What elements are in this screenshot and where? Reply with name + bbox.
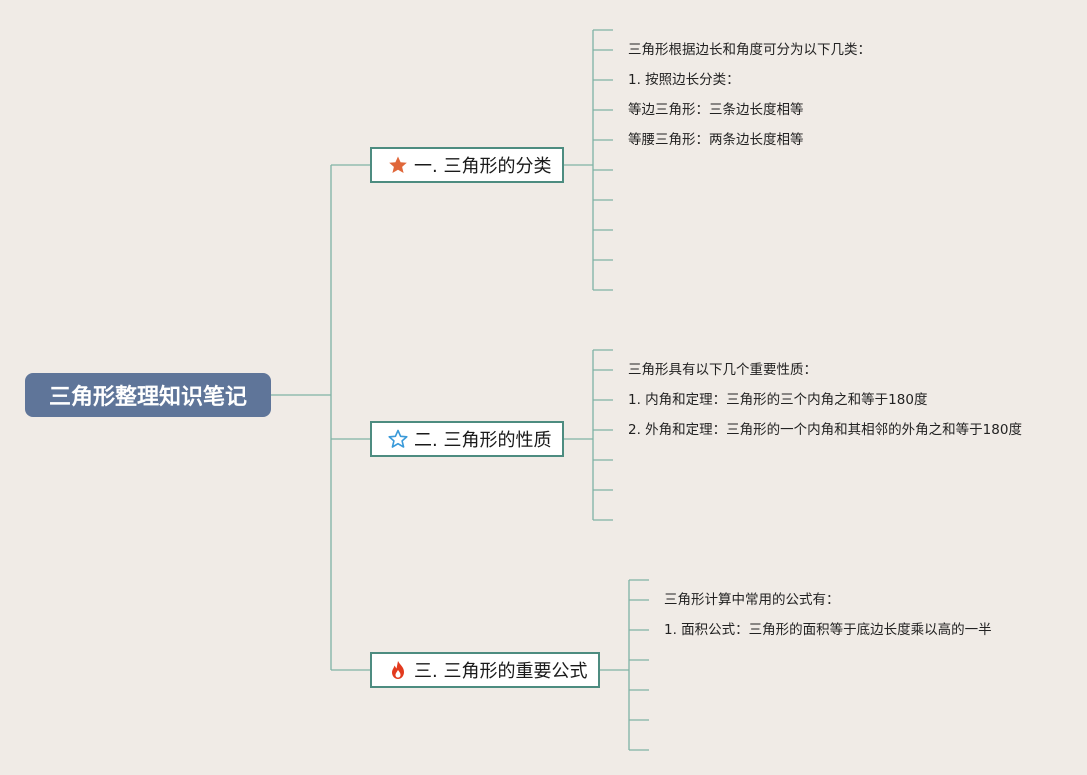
branch-label: 二. 三角形的性质: [414, 430, 552, 451]
leaf-text[interactable]: 等腰三角形：两条边长度相等: [628, 132, 804, 148]
leaf-text[interactable]: 三角形具有以下几个重要性质：: [628, 362, 817, 378]
branch-label: 三. 三角形的重要公式: [414, 661, 588, 682]
leaf-text[interactable]: 1. 面积公式：三角形的面积等于底边长度乘以高的一半: [664, 622, 992, 638]
leaf-text[interactable]: 三角形计算中常用的公式有：: [664, 592, 840, 608]
star-filled-icon: [388, 155, 408, 175]
leaf-text[interactable]: 等边三角形：三条边长度相等: [628, 102, 804, 118]
root-topic[interactable]: 三角形整理知识笔记: [25, 373, 271, 417]
leaf-text[interactable]: 三角形根据边长和角度可分为以下几类：: [628, 42, 871, 58]
branch-topic-formulas[interactable]: 三. 三角形的重要公式: [370, 652, 600, 688]
star-outline-icon: [388, 429, 408, 449]
branch-topic-properties[interactable]: 二. 三角形的性质: [370, 421, 564, 457]
branch-topic-classification[interactable]: 一. 三角形的分类: [370, 147, 564, 183]
leaf-text[interactable]: 2. 外角和定理：三角形的一个内角和其相邻的外角之和等于180度: [628, 422, 1022, 438]
flame-icon: [388, 660, 408, 680]
root-title: 三角形整理知识笔记: [48, 385, 247, 410]
branch-label: 一. 三角形的分类: [414, 156, 552, 177]
leaf-text[interactable]: 1. 按照边长分类：: [628, 72, 740, 88]
leaf-text[interactable]: 1. 内角和定理：三角形的三个内角之和等于180度: [628, 392, 928, 408]
